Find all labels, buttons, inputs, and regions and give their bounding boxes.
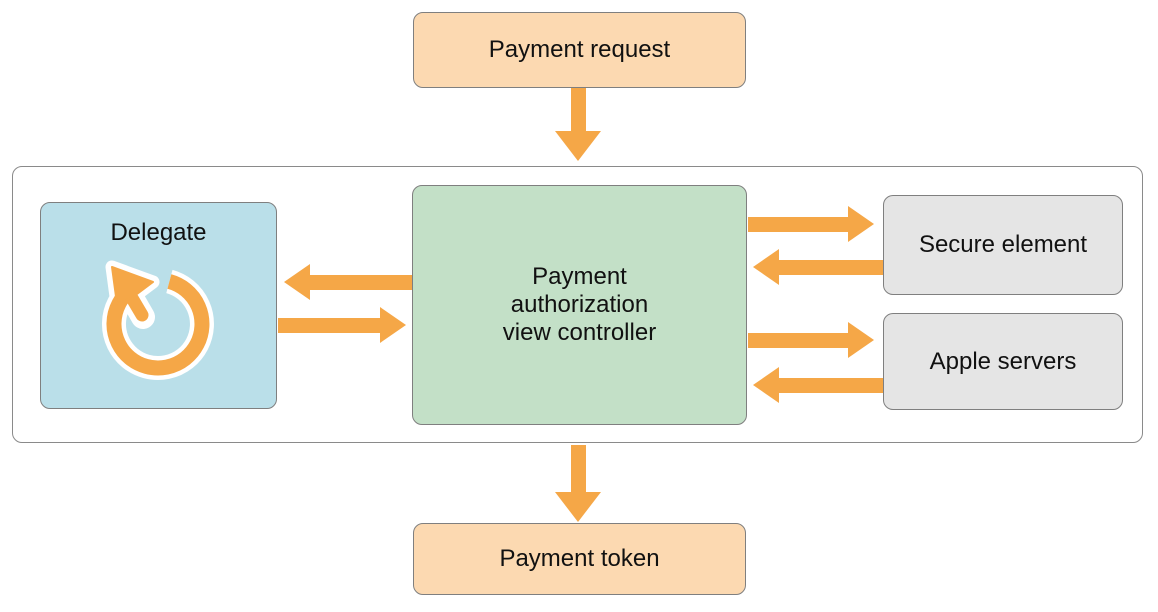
pavc-label-line1: Payment (532, 263, 627, 290)
payment-authorization-view-controller-label: Payment authorization view controller (503, 263, 656, 347)
arrow-head-right (848, 322, 874, 358)
arrow-head-left (753, 249, 779, 285)
node-delegate: Delegate (40, 202, 277, 409)
arrow-secure-element-to-controller (753, 249, 883, 285)
arrow-shaft (310, 274, 412, 290)
circular-arrow-loop-icon (102, 260, 214, 380)
arrow-head-right (848, 206, 874, 242)
arrow-apple-servers-to-controller (753, 367, 883, 403)
arrow-payment-request-to-controller (555, 88, 601, 161)
arrow-controller-to-payment-token (555, 445, 601, 522)
arrow-head-down (555, 131, 601, 161)
arrow-shaft (748, 332, 848, 348)
arrow-head-right (380, 307, 406, 343)
arrow-shaft (779, 377, 883, 393)
arrow-shaft (779, 259, 883, 275)
arrow-shaft (570, 445, 586, 492)
delegate-label: Delegate (110, 219, 207, 246)
arrow-head-left (753, 367, 779, 403)
node-payment-token: Payment token (413, 523, 746, 595)
pavc-label-line3: view controller (502, 319, 657, 346)
arrow-controller-to-apple-servers (748, 322, 874, 358)
secure-element-label: Secure element (918, 231, 1088, 258)
arrow-shaft (748, 216, 848, 232)
pavc-label-line2: authorization (510, 291, 649, 318)
node-payment-authorization-view-controller: Payment authorization view controller (412, 185, 747, 425)
payment-request-label: Payment request (488, 36, 671, 63)
arrow-shaft (570, 88, 586, 131)
node-apple-servers: Apple servers (883, 313, 1123, 410)
apple-servers-label: Apple servers (929, 347, 1077, 375)
arrow-head-left (284, 264, 310, 300)
node-secure-element: Secure element (883, 195, 1123, 295)
arrow-controller-to-secure-element (748, 206, 874, 242)
arrow-delegate-to-controller (278, 307, 406, 343)
arrow-controller-to-delegate (284, 264, 412, 300)
node-payment-request: Payment request (413, 12, 746, 88)
arrow-head-down (555, 492, 601, 522)
arrow-shaft (278, 317, 380, 333)
payment-token-label: Payment token (499, 545, 660, 572)
